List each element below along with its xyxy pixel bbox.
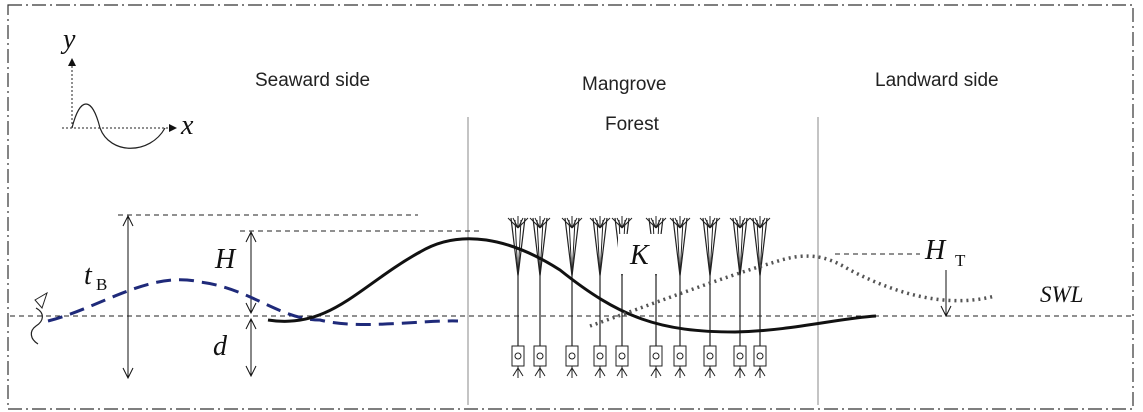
mangrove-label: Mangrove — [582, 74, 667, 95]
incoming-wave-icon — [30, 291, 48, 345]
h-dimension-arrow — [245, 230, 257, 315]
x-axis-label: x — [180, 110, 194, 141]
tb-dimension-arrow — [122, 214, 134, 380]
frame — [7, 4, 1134, 410]
mangrove-tree — [669, 215, 691, 379]
mangrove-tree — [699, 215, 721, 379]
seaward-side-label: Seaward side — [255, 70, 370, 91]
h-symbol: H — [214, 244, 237, 275]
ht-arrow — [940, 270, 952, 318]
k-symbol: K — [629, 240, 650, 271]
tb-symbol: t — [84, 260, 93, 291]
transmitted-wave — [589, 254, 996, 328]
transformed-wave — [267, 237, 877, 334]
landward-side-label: Landward side — [875, 70, 999, 91]
ht-symbol: H — [924, 235, 947, 266]
mangrove-tree — [729, 215, 751, 379]
axes-inset: y x — [60, 24, 194, 149]
mangrove-tree — [749, 215, 771, 379]
tb-subscript: B — [96, 275, 107, 294]
swl-label: SWL — [1040, 282, 1083, 307]
mangrove-tree — [561, 215, 583, 379]
mangrove-tree — [507, 215, 529, 379]
incident-wave — [47, 278, 459, 326]
ht-subscript: T — [955, 251, 966, 270]
mangrove-tree — [529, 215, 551, 379]
forest-label: Forest — [605, 114, 660, 135]
d-dimension-arrow — [245, 317, 257, 378]
d-symbol: d — [213, 331, 228, 362]
k-label-box — [618, 234, 664, 274]
y-axis-label: y — [60, 24, 76, 55]
inset-wave — [71, 103, 166, 149]
